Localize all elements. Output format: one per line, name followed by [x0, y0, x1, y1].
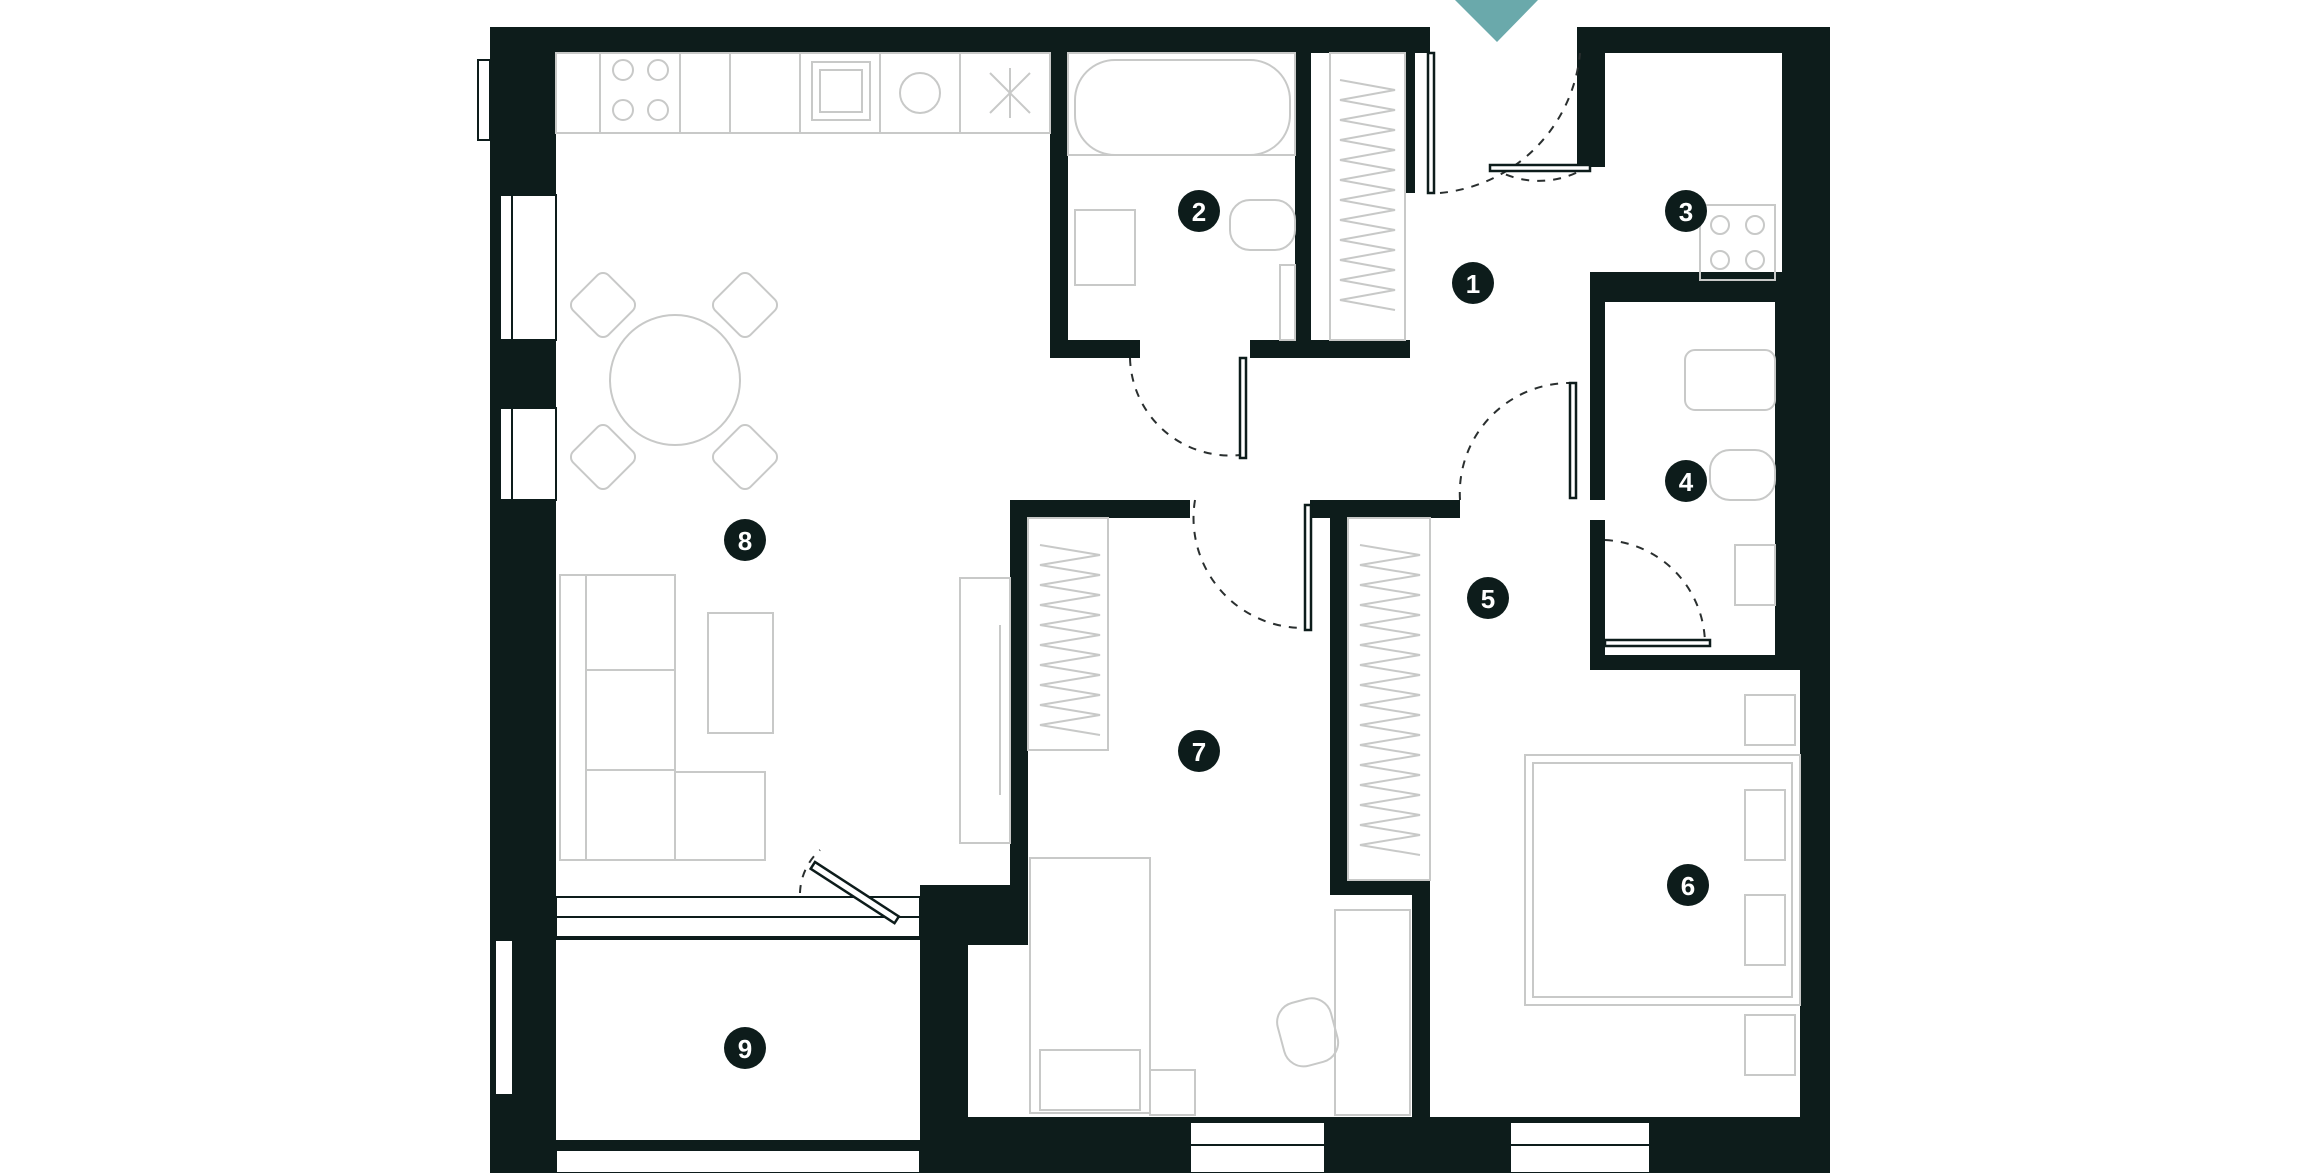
toilet-4	[1709, 449, 1776, 501]
room-badge-3: 3	[1665, 190, 1707, 232]
desk	[1334, 909, 1411, 1116]
wardrobe-hall	[1329, 52, 1406, 341]
wardrobe-corridor	[1347, 517, 1431, 881]
chair	[1276, 997, 1340, 1068]
svg-text:5: 5	[1481, 584, 1495, 614]
nightstand-bottom	[1744, 1014, 1796, 1076]
kitchen-counter	[555, 52, 1051, 134]
nightstand-top	[1744, 694, 1796, 746]
room-badge-1: 1	[1452, 262, 1494, 304]
svg-text:6: 6	[1681, 871, 1695, 901]
sofa	[559, 574, 676, 861]
room-badges: 1 2 3 4 5 6 7 8	[724, 190, 1709, 1069]
tv-stand	[959, 577, 1011, 844]
entrance-marker	[1455, 0, 1538, 42]
bed-room-7	[1029, 857, 1151, 1114]
wardrobe-room-7	[1027, 517, 1109, 751]
svg-text:9: 9	[738, 1034, 752, 1064]
room-badge-9: 9	[724, 1027, 766, 1069]
window-kitchen-1	[499, 194, 557, 341]
room-badge-7: 7	[1178, 730, 1220, 772]
svg-text:2: 2	[1192, 197, 1206, 227]
room-badge-4: 4	[1665, 460, 1707, 502]
svg-text:8: 8	[738, 526, 752, 556]
window-room-7	[1189, 1121, 1326, 1173]
window-kitchen-top	[477, 59, 491, 141]
bathtub	[1074, 59, 1291, 156]
room-badge-2: 2	[1178, 190, 1220, 232]
toilet-bath	[1229, 199, 1296, 251]
washbasin-4	[1734, 544, 1776, 606]
svg-text:4: 4	[1679, 467, 1694, 497]
washbasin	[1074, 209, 1136, 286]
double-bed	[1524, 754, 1801, 1006]
furniture	[555, 52, 1801, 1116]
windows	[477, 59, 1651, 1173]
room-badge-8: 8	[724, 519, 766, 561]
window-bedroom	[1509, 1121, 1651, 1173]
window-kitchen-2	[499, 407, 557, 501]
doors	[799, 51, 1712, 925]
window-balcony-bottom	[555, 1149, 921, 1173]
room-badge-5: 5	[1467, 577, 1509, 619]
window-balcony-side	[494, 939, 514, 1096]
room-badge-6: 6	[1667, 864, 1709, 906]
svg-text:3: 3	[1679, 197, 1693, 227]
coffee-table	[707, 612, 774, 734]
svg-text:7: 7	[1192, 737, 1206, 767]
boiler	[1699, 204, 1776, 281]
svg-text:1: 1	[1466, 269, 1480, 299]
sink-toilet-room	[1684, 349, 1776, 411]
walls	[490, 27, 1830, 1173]
dining-table	[609, 314, 741, 446]
